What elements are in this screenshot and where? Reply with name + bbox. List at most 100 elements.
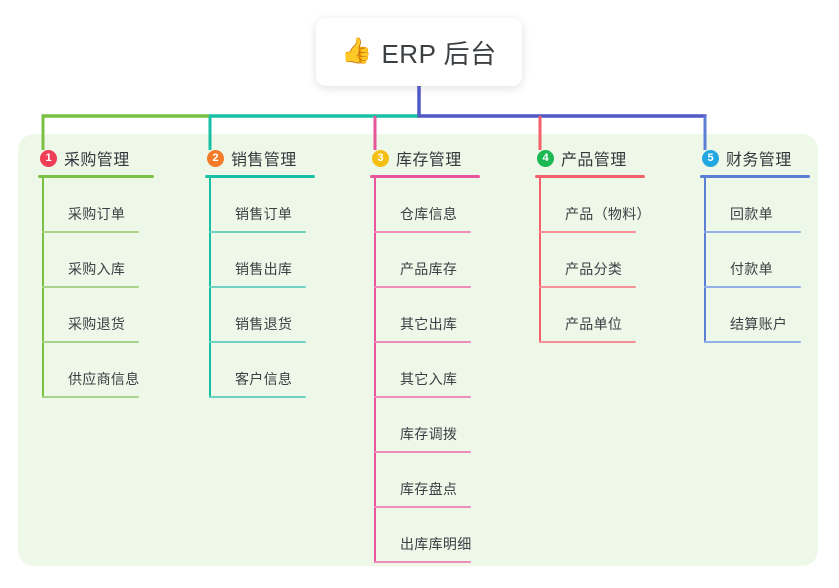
leaf-item[interactable]: 销售出库 — [205, 233, 315, 288]
branch-body: 销售订单销售出库销售退货客户信息 — [205, 178, 315, 398]
root-node[interactable]: 👍 ERP 后台 — [316, 18, 522, 86]
leaf-underline — [704, 231, 801, 233]
leaf-label: 销售订单 — [235, 206, 293, 222]
leaf-underline — [704, 341, 801, 343]
leaf-label: 产品单位 — [565, 316, 623, 332]
leaf-item[interactable]: 销售退货 — [205, 288, 315, 343]
leaf-underline — [704, 286, 801, 288]
leaf-list: 销售订单销售出库销售退货客户信息 — [205, 178, 315, 398]
leaf-item[interactable]: 客户信息 — [205, 343, 315, 398]
leaf-list: 产品（物料） 产品分类产品单位 — [535, 178, 651, 343]
branch-number-badge: 5 — [702, 149, 719, 167]
leaf-underline — [539, 286, 636, 288]
leaf-list: 回款单付款单结算账户 — [700, 178, 810, 343]
leaf-underline — [42, 286, 139, 288]
leaf-underline — [42, 231, 139, 233]
leaf-underline — [374, 506, 471, 508]
branch-spine — [374, 178, 376, 563]
leaf-label: 采购订单 — [68, 206, 126, 222]
branch-body: 仓库信息产品库存其它出库其它入库库存调拨库存盘点出库库明细 — [370, 178, 480, 563]
leaf-item[interactable]: 其它入库 — [370, 343, 480, 398]
leaf-label: 产品库存 — [400, 261, 458, 277]
branch-spine — [539, 178, 541, 343]
branch-underline — [700, 175, 810, 178]
leaf-underline — [374, 451, 471, 453]
leaf-label: 采购入库 — [68, 261, 126, 277]
leaf-item[interactable]: 库存盘点 — [370, 453, 480, 508]
branch-title: 财务管理 — [726, 152, 792, 169]
branch-number-badge: 1 — [40, 149, 57, 167]
leaf-label: 客户信息 — [235, 371, 293, 387]
thumbs-up-icon: 👍 — [341, 36, 373, 65]
branch-header-4[interactable]: 4 产品管理 — [535, 146, 645, 170]
leaf-underline — [374, 231, 471, 233]
leaf-label: 其它出库 — [400, 316, 458, 332]
leaf-item[interactable]: 付款单 — [700, 233, 810, 288]
leaf-list: 仓库信息产品库存其它出库其它入库库存调拨库存盘点出库库明细 — [370, 178, 480, 563]
branch-title: 采购管理 — [64, 152, 130, 169]
leaf-item[interactable]: 结算账户 — [700, 288, 810, 343]
leaf-item[interactable]: 仓库信息 — [370, 178, 480, 233]
branch-body: 回款单付款单结算账户 — [700, 178, 810, 343]
branch-spine — [42, 178, 44, 398]
branch-header-1[interactable]: 1 采购管理 — [38, 146, 154, 170]
leaf-item[interactable]: 其它出库 — [370, 288, 480, 343]
leaf-item[interactable]: 销售订单 — [205, 178, 315, 233]
leaf-underline — [42, 341, 139, 343]
leaf-underline — [209, 341, 306, 343]
leaf-label: 库存调拨 — [400, 426, 458, 442]
leaf-item[interactable]: 供应商信息 — [38, 343, 154, 398]
branch-number-badge: 2 — [207, 149, 224, 167]
root-node-title: ERP 后台 — [381, 38, 497, 69]
leaf-item[interactable]: 采购退货 — [38, 288, 154, 343]
leaf-label: 供应商信息 — [68, 371, 140, 387]
branch-underline — [535, 175, 645, 178]
leaf-item[interactable]: 产品库存 — [370, 233, 480, 288]
branch-title: 库存管理 — [396, 152, 462, 169]
branch-title: 销售管理 — [231, 152, 297, 169]
leaf-label: 采购退货 — [68, 316, 126, 332]
leaf-underline — [374, 396, 471, 398]
branch-column-3: 3 库存管理仓库信息产品库存其它出库其它入库库存调拨库存盘点出库库明细 — [370, 146, 480, 563]
leaf-item[interactable]: 出库库明细 — [370, 508, 480, 563]
branch-number-badge: 3 — [372, 149, 389, 167]
branch-header-5[interactable]: 5 财务管理 — [700, 146, 810, 170]
leaf-label: 回款单 — [730, 206, 773, 222]
leaf-item[interactable]: 采购入库 — [38, 233, 154, 288]
leaf-label: 产品分类 — [565, 261, 623, 277]
branch-underline — [205, 175, 315, 178]
leaf-label: 其它入库 — [400, 371, 458, 387]
leaf-underline — [374, 341, 471, 343]
branch-body: 采购订单采购入库采购退货供应商信息 — [38, 178, 154, 398]
leaf-item[interactable]: 库存调拨 — [370, 398, 480, 453]
leaf-underline — [374, 286, 471, 288]
leaf-list: 采购订单采购入库采购退货供应商信息 — [38, 178, 154, 398]
leaf-label: 仓库信息 — [400, 206, 458, 222]
leaf-underline — [209, 286, 306, 288]
leaf-label: 出库库明细 — [400, 536, 472, 552]
leaf-item[interactable]: 产品（物料） — [535, 178, 651, 233]
branch-panel-background — [18, 134, 818, 566]
leaf-label: 结算账户 — [730, 316, 788, 332]
branch-spine — [209, 178, 211, 398]
leaf-underline — [374, 561, 471, 563]
branch-title: 产品管理 — [561, 152, 627, 169]
leaf-item[interactable]: 采购订单 — [38, 178, 154, 233]
branch-column-5: 5 财务管理回款单付款单结算账户 — [700, 146, 810, 343]
leaf-label: 库存盘点 — [400, 481, 458, 497]
branch-body: 产品（物料） 产品分类产品单位 — [535, 178, 651, 343]
branch-header-3[interactable]: 3 库存管理 — [370, 146, 480, 170]
branch-number-badge: 4 — [537, 149, 554, 167]
leaf-underline — [209, 396, 306, 398]
leaf-label: 销售退货 — [235, 316, 293, 332]
leaf-item[interactable]: 回款单 — [700, 178, 810, 233]
branch-column-2: 2 销售管理销售订单销售出库销售退货客户信息 — [205, 146, 315, 398]
leaf-item[interactable]: 产品单位 — [535, 288, 645, 343]
branch-underline — [38, 175, 154, 178]
branch-header-2[interactable]: 2 销售管理 — [205, 146, 315, 170]
branch-column-1: 1 采购管理采购订单采购入库采购退货供应商信息 — [38, 146, 154, 398]
leaf-label: 销售出库 — [235, 261, 293, 277]
leaf-item[interactable]: 产品分类 — [535, 233, 645, 288]
leaf-underline — [539, 341, 636, 343]
